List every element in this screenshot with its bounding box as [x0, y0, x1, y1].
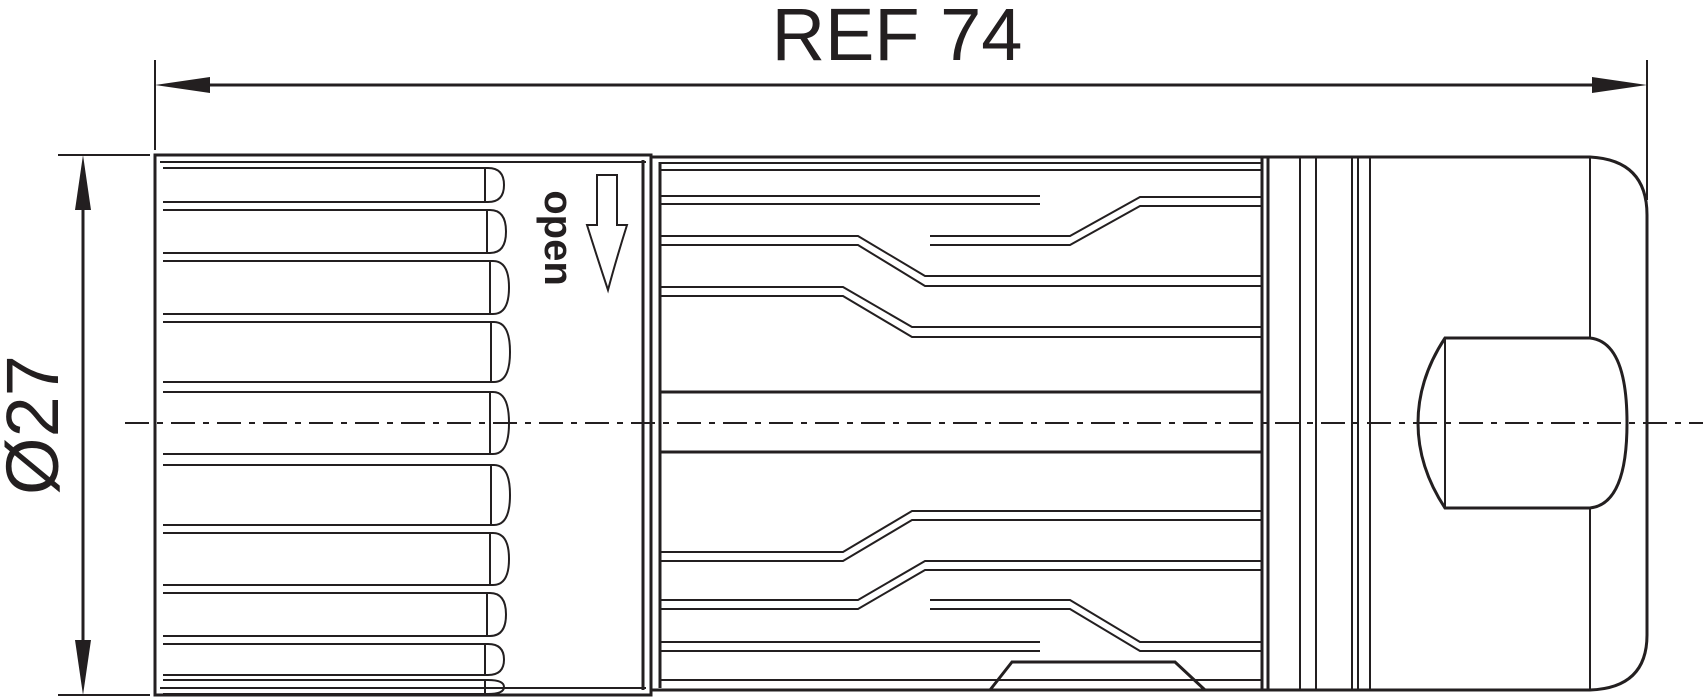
knurl-grooves: [163, 167, 512, 695]
diameter-label: Ø27: [0, 355, 74, 495]
open-marking: open: [536, 174, 629, 294]
knurl-groove: [163, 643, 506, 676]
knurl-groove: [163, 209, 508, 254]
cable-entry: [1416, 336, 1629, 510]
arrow-down-icon: [585, 174, 629, 294]
connector-body: [649, 155, 1270, 692]
arrow-left-icon: [155, 77, 210, 93]
arrow-up-icon: [75, 155, 91, 210]
length-dimension: REF 74: [154, 0, 1648, 200]
knurl-groove: [163, 464, 512, 526]
knurl-groove: [163, 321, 512, 383]
knurl-groove: [163, 592, 508, 637]
arrow-down-icon: [75, 640, 91, 695]
knurl-groove: [163, 679, 506, 695]
body-ribs: [660, 195, 1262, 652]
knurl-groove: [163, 167, 506, 203]
knurl-groove: [163, 532, 511, 586]
arrow-right-icon: [1592, 77, 1647, 93]
knurl-groove: [163, 260, 511, 315]
length-label: REF 74: [772, 0, 1023, 76]
diameter-dimension: Ø27: [0, 154, 150, 696]
open-text: open: [536, 190, 580, 286]
knurl-groove: [163, 391, 511, 455]
rear-cap: [1370, 155, 1649, 692]
